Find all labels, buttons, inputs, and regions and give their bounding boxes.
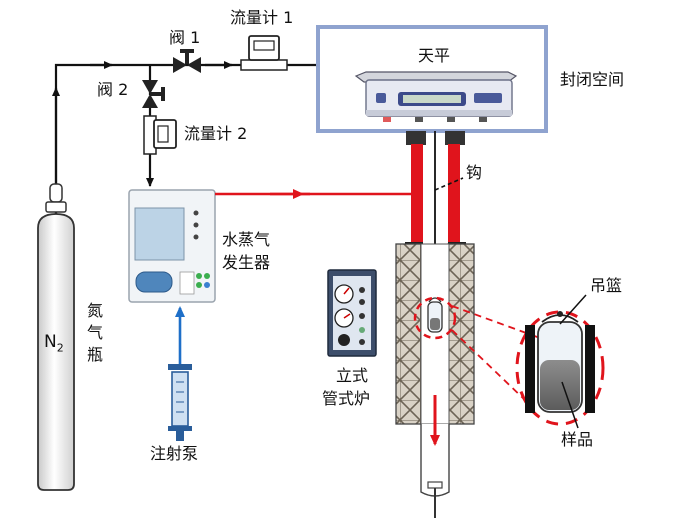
tube-furnace-icon (395, 243, 475, 518)
steam-generator-label-2: 发生器 (222, 253, 271, 272)
hook-label: 钩 (466, 163, 483, 182)
basket-label: 吊篮 (590, 276, 623, 295)
valve-1-icon (173, 49, 201, 73)
flowmeter-2-icon (143, 115, 177, 155)
basket-large-icon (525, 311, 595, 413)
steam-generator-label-1: 水蒸气 (222, 230, 271, 249)
sample-pointer (561, 381, 579, 429)
tube-wall-left-upper (411, 144, 423, 244)
balance-connector-right (445, 131, 465, 145)
furnace-label-1: 立式 (336, 366, 369, 385)
balance-connector-left (406, 131, 426, 145)
enclosed-space-label: 封闭空间 (560, 70, 625, 89)
flowmeter-2-label: 流量计 2 (184, 124, 248, 143)
furnace-label-2: 管式炉 (322, 389, 371, 408)
sample-label: 样品 (561, 430, 594, 449)
valve-1-label: 阀 1 (169, 28, 201, 47)
syringe-pump-icon (168, 364, 192, 441)
flowmeter-1-label: 流量计 1 (230, 8, 294, 27)
balance-icon (354, 71, 518, 122)
n2-formula-label: N2 (44, 332, 64, 355)
basket-small-icon (427, 297, 443, 333)
flowmeter-1-icon (240, 35, 288, 71)
balance-label: 天平 (418, 46, 451, 65)
zoom-circle-large (515, 310, 605, 426)
steam-generator-icon (128, 189, 216, 303)
valve-2-label: 阀 2 (97, 80, 129, 99)
hook-pointer (434, 177, 464, 191)
nitrogen-cylinder-icon (37, 183, 75, 491)
syringe-pump-label: 注射泵 (150, 444, 199, 463)
zoom-line-bottom (451, 329, 526, 401)
basket-pointer (559, 294, 587, 325)
furnace-controller-icon (327, 269, 377, 357)
cylinder-label: 氮气瓶 (86, 301, 103, 364)
valve-2-icon (142, 80, 165, 108)
zoom-circle-small (413, 296, 457, 340)
tube-wall-right-upper (448, 144, 460, 244)
